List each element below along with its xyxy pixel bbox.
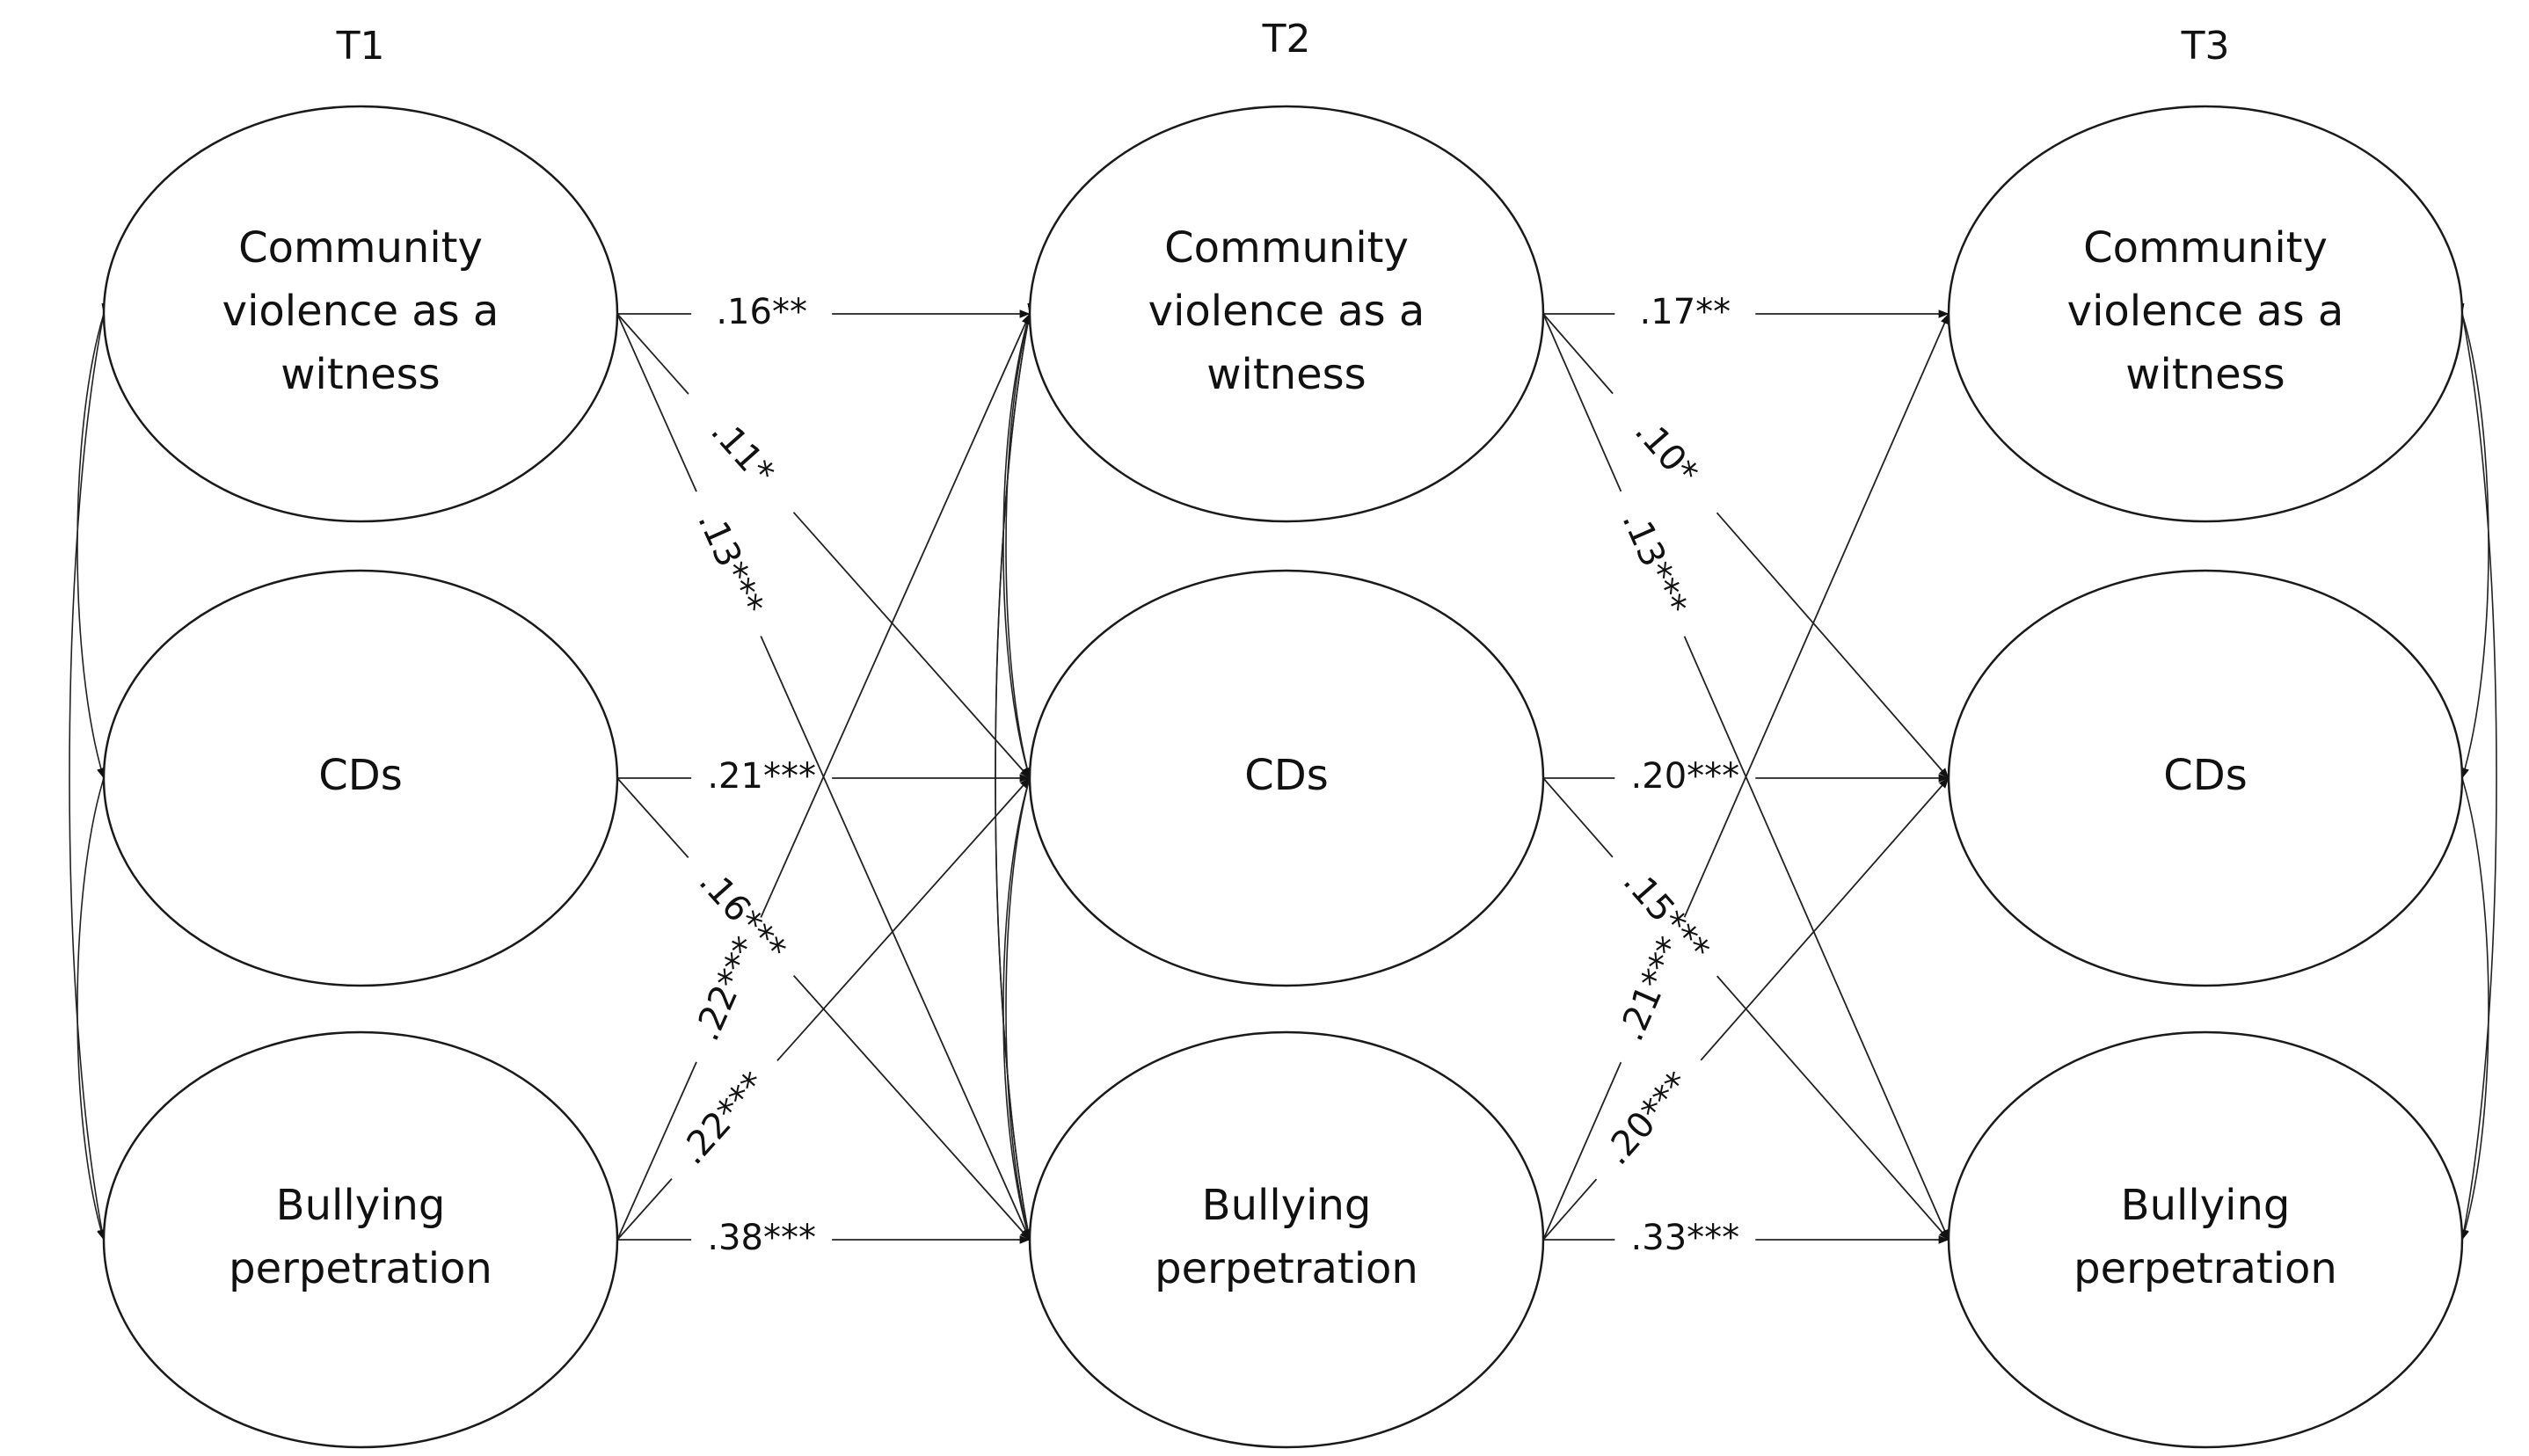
time-label-t3: T3 (2181, 24, 2230, 69)
path-arrow (760, 636, 1031, 1241)
node-cvw2: Community violence as a witness (1028, 105, 1545, 523)
path-arrow (1683, 313, 1950, 918)
covariance-cd3-bp3 (2455, 767, 2489, 1241)
node-label-line: witness (281, 350, 440, 399)
path-arrow (1683, 636, 1950, 1241)
node-label-line: violence as a (222, 287, 499, 336)
node-label-line: CDs (2163, 751, 2247, 800)
covariance-cvw2-cd2 (1002, 302, 1037, 779)
path-line-segment (1542, 313, 1614, 395)
node-bp3: Bullying perpetration (1947, 1030, 2464, 1449)
covariance-cvw3-bp3 (2456, 302, 2497, 1241)
path-bp2-cd3 (1542, 777, 1950, 1241)
node-ellipse (102, 1030, 619, 1449)
path-coefficient-label: .20*** (1631, 756, 1740, 797)
path-coefficient-label: .10* (1627, 411, 1706, 492)
node-cvw1: Community violence as a witness (102, 105, 619, 523)
node-cd2: CDs (1028, 569, 1545, 987)
path-coefficient-label: .33*** (1631, 1218, 1740, 1258)
node-label-line: violence as a (2067, 287, 2344, 336)
path-coefficient-label: .21*** (707, 756, 816, 797)
path-bp2-cvw3 (1542, 313, 1950, 1241)
covariance-t2-cvw2-cd2 (1005, 302, 1037, 779)
covariance-cvw1-cd1 (77, 302, 111, 779)
path-arrow (792, 975, 1031, 1241)
node-label-line: Community (1164, 223, 1409, 273)
path-arrow (760, 313, 1031, 918)
path-cvw2-cd3 (1542, 313, 1950, 779)
path-cvw1-cd2 (616, 313, 1031, 779)
path-coefficient-label: .16** (716, 292, 807, 332)
path-coefficient-label: .20*** (1596, 1065, 1698, 1173)
path-coefficient-label: .11* (703, 411, 782, 493)
node-label-line: Bullying (2121, 1181, 2291, 1230)
path-line-segment (1542, 1061, 1622, 1241)
path-coefficient-label: .13*** (689, 506, 770, 622)
node-ellipse (102, 569, 619, 987)
node-ellipse (1947, 1030, 2464, 1449)
path-cd2-bp3 (1542, 777, 1950, 1241)
path-line-segment (616, 777, 689, 858)
node-label-line: violence as a (1148, 287, 1425, 336)
node-label-line: CDs (1244, 751, 1328, 800)
node-label-line: perpetration (2073, 1244, 2337, 1293)
path-cvw2-bp3 (1542, 313, 1950, 1241)
path-coefficient-label: .38*** (707, 1218, 816, 1258)
covariance-cd1-bp1 (77, 767, 111, 1241)
covariance-t2-cd2-bp2 (1005, 767, 1037, 1241)
node-ellipse (1947, 569, 2464, 987)
path-arrow (1716, 975, 1950, 1241)
time-label-t1: T1 (336, 24, 385, 69)
node-label-line: Bullying (1202, 1181, 1372, 1230)
path-line-segment (1542, 1178, 1598, 1241)
path-line-segment (616, 1061, 697, 1241)
node-ellipse (1028, 105, 1545, 523)
path-arrow (1700, 777, 1950, 1061)
path-coefficient-label: .13*** (1614, 506, 1695, 622)
node-ellipse (102, 105, 619, 523)
path-arrow (776, 777, 1031, 1061)
path-coefficient-label: .17** (1640, 292, 1731, 332)
node-ellipse (1947, 105, 2464, 523)
node-label-line: witness (2125, 350, 2285, 399)
path-line-segment (616, 1178, 673, 1241)
time-label-t2: T2 (1262, 17, 1311, 62)
path-cd1-bp2 (616, 777, 1031, 1241)
node-label-line: perpetration (229, 1244, 492, 1293)
path-cvw1-bp2 (616, 313, 1031, 1241)
path-line-segment (616, 313, 697, 492)
node-bp2: Bullying perpetration (1028, 1030, 1545, 1449)
path-coefficient-label: .21*** (1611, 931, 1692, 1047)
node-cd3: CDs (1947, 569, 2464, 987)
covariance-t2-cvw2-bp2 (995, 302, 1036, 1241)
node-label-line: witness (1206, 350, 1366, 399)
node-ellipse (1028, 1030, 1545, 1449)
path-bp1-cd2 (616, 777, 1031, 1241)
path-arrow (792, 512, 1031, 779)
covariance-cd2-bp2 (1002, 767, 1037, 1241)
node-label-line: CDs (318, 751, 402, 800)
covariance-cvw3-cd3 (2455, 302, 2489, 779)
path-arrow (1716, 512, 1950, 779)
node-cvw3: Community violence as a witness (1947, 105, 2464, 523)
node-label-line: perpetration (1155, 1244, 1418, 1293)
path-coefficient-label: .22*** (687, 931, 768, 1047)
path-bp1-cvw2 (616, 313, 1031, 1241)
node-label-line: Bullying (276, 1181, 446, 1230)
node-bp1: Bullying perpetration (102, 1030, 619, 1449)
covariance-cvw1-bp1 (69, 302, 110, 1241)
node-cd1: CDs (102, 569, 619, 987)
path-line-segment (1542, 777, 1614, 858)
path-line-segment (1542, 313, 1622, 492)
covariance-cvw2-bp2 (995, 302, 1036, 1241)
node-label-line: Community (238, 223, 483, 273)
node-label-line: Community (2083, 223, 2328, 273)
path-line-segment (616, 313, 689, 395)
node-ellipse (1028, 569, 1545, 987)
